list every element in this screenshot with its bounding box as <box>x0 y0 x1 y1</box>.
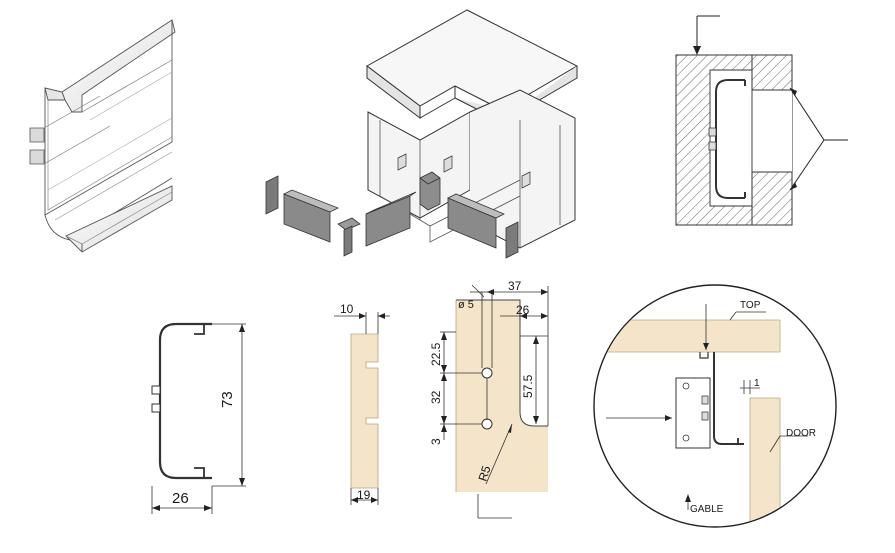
panel-section <box>334 312 390 505</box>
spacing-top-label: 22.5 <box>429 342 443 366</box>
profile-cross-section <box>151 322 246 514</box>
overall-width-label: 37 <box>508 279 522 293</box>
circular-detail-view <box>593 284 837 528</box>
profile-height-label: 73 <box>219 391 236 408</box>
detail-gable-label: GABLE <box>690 504 724 515</box>
detail-top-label: TOP <box>740 300 761 311</box>
hatched-section-view <box>675 15 848 226</box>
profile-width-label: 26 <box>172 490 189 507</box>
detail-door-label: DOOR <box>786 428 816 439</box>
bottom-gap-label: 3 <box>429 438 443 445</box>
spacing-mid-label: 32 <box>429 390 443 404</box>
corner-cabinet-exploded-view <box>265 9 579 259</box>
panel-bottom-label: 19 <box>357 488 371 502</box>
inner-width-label: 26 <box>516 303 530 317</box>
hole-diameter-label: ø 5 <box>458 299 474 311</box>
hole-drilling-drawing <box>440 284 549 519</box>
radius-label: R5 <box>476 464 494 483</box>
depth-label: 57.5 <box>521 374 535 398</box>
detail-gap-label: 1 <box>754 378 760 389</box>
panel-top-label: 10 <box>340 302 354 316</box>
profile-perspective-view <box>29 19 176 253</box>
